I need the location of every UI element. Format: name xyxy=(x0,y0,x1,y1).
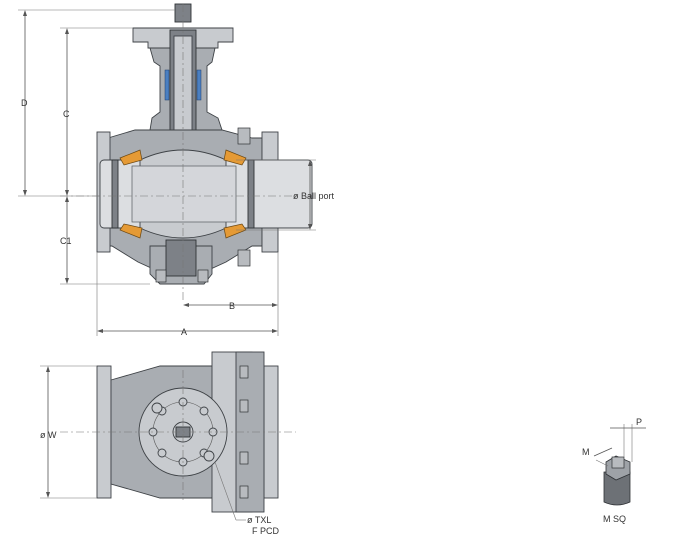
insert-right xyxy=(247,159,255,229)
seat-lower-left xyxy=(119,223,143,239)
seat-upper-right xyxy=(223,149,247,166)
plan-outer-hole-2 xyxy=(203,450,215,462)
plan-hole-sw xyxy=(157,448,167,458)
dim-ball-port-label: ø Ball port xyxy=(293,191,335,201)
body-bolt-top xyxy=(237,127,251,145)
insert-left xyxy=(111,159,119,229)
plan-hole-ne xyxy=(199,406,209,416)
dim-C-label: C xyxy=(63,109,70,119)
stem-detail: P M M SQ xyxy=(582,417,646,524)
body-bolt-bottom xyxy=(237,249,251,267)
m-sq-label: M SQ xyxy=(603,514,626,524)
plan-bolt-2 xyxy=(239,399,249,413)
plan-bolt-1 xyxy=(239,365,249,379)
dim-P-label: P xyxy=(636,417,642,427)
trunnion-bolt-left xyxy=(155,269,167,283)
dim-B-label: B xyxy=(229,301,235,311)
bottom-dimensions: ø W ø TXL F PCD xyxy=(40,365,280,536)
trunnion-core xyxy=(165,239,197,277)
dim-A-label: A xyxy=(181,327,187,337)
f-pcd-label: F PCD xyxy=(252,526,280,536)
front-dimensions: D C C1 ø Ball port B A xyxy=(18,9,335,337)
ball-port xyxy=(131,165,237,223)
plan-outer-hole-1 xyxy=(151,402,163,414)
stem-seal-left xyxy=(164,69,170,101)
txl-label: ø TXL xyxy=(247,515,271,525)
bottom-view xyxy=(60,351,296,513)
dim-W-label: ø W xyxy=(40,430,57,440)
dim-D-label: D xyxy=(21,98,28,108)
trunnion-bolt-right xyxy=(197,269,209,283)
plan-bolt-3 xyxy=(239,451,249,465)
stem-detail-square xyxy=(611,456,625,469)
stem-seal-right xyxy=(196,69,202,101)
dim-M-label: M xyxy=(582,447,590,457)
plan-bolt-4 xyxy=(239,485,249,499)
stem-detail-shaft xyxy=(603,471,631,506)
front-section-view xyxy=(60,3,313,300)
dim-C1-label: C1 xyxy=(60,236,72,246)
seat-upper-left xyxy=(119,149,143,166)
